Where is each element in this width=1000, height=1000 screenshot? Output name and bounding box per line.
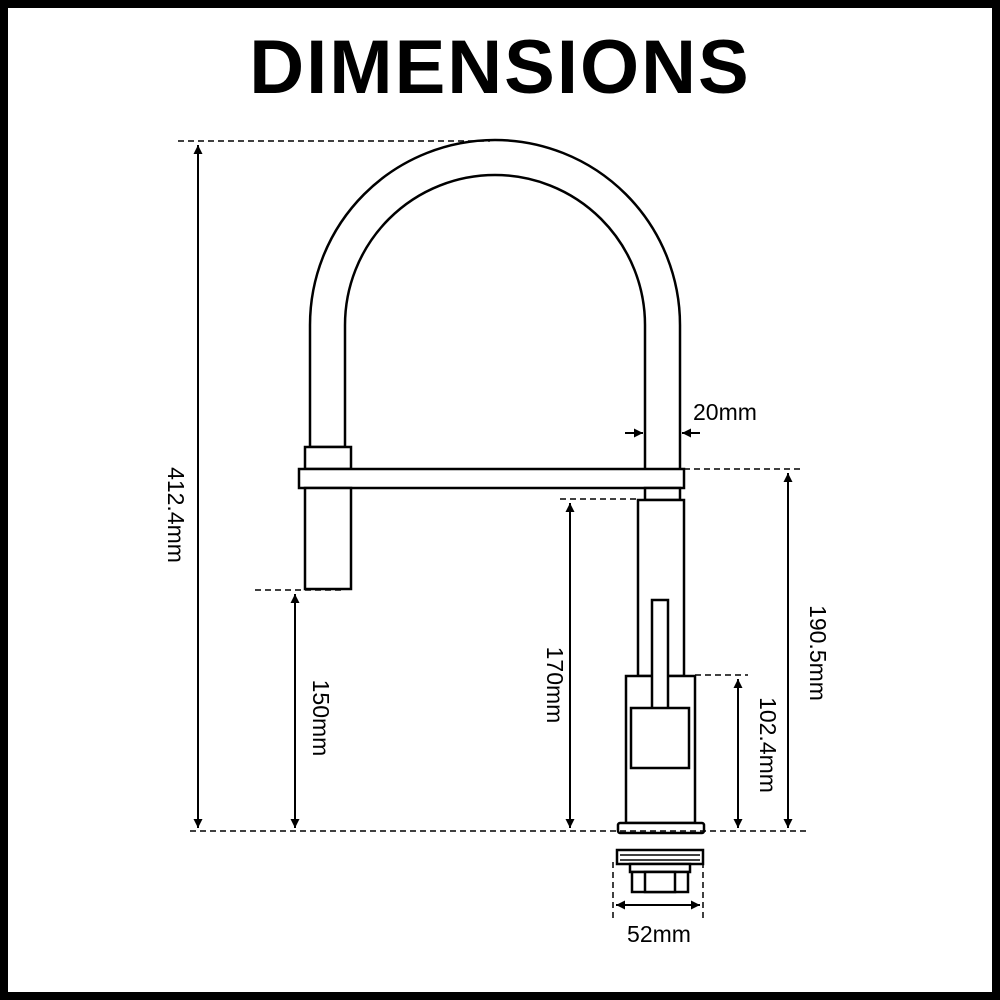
horizontal-bar: [297, 467, 686, 490]
spout-arch: [308, 138, 682, 472]
mount-shank-inner: [643, 870, 677, 894]
page-title: DIMENSIONS: [249, 25, 751, 110]
dimension-arrows: [193, 145, 793, 910]
spray-collar: [303, 445, 353, 471]
label-body-height: 170mm: [542, 647, 568, 724]
neck-collar: [643, 486, 682, 502]
handle-plate: [629, 706, 691, 770]
label-spout-clearance: 150mm: [308, 680, 334, 757]
label-base-diameter: 52mm: [627, 921, 691, 947]
label-hub-height: 190.5mm: [805, 605, 831, 701]
label-handle-height: 102.4mm: [755, 697, 781, 793]
mount-nut: [615, 848, 705, 866]
label-spout-diameter: 20mm: [693, 399, 757, 425]
faucet-outline: [297, 138, 706, 894]
label-overall-height: 412.4mm: [163, 467, 189, 563]
extension-lines: [178, 140, 810, 918]
lever-handle: [650, 598, 670, 712]
spray-head: [303, 486, 353, 591]
